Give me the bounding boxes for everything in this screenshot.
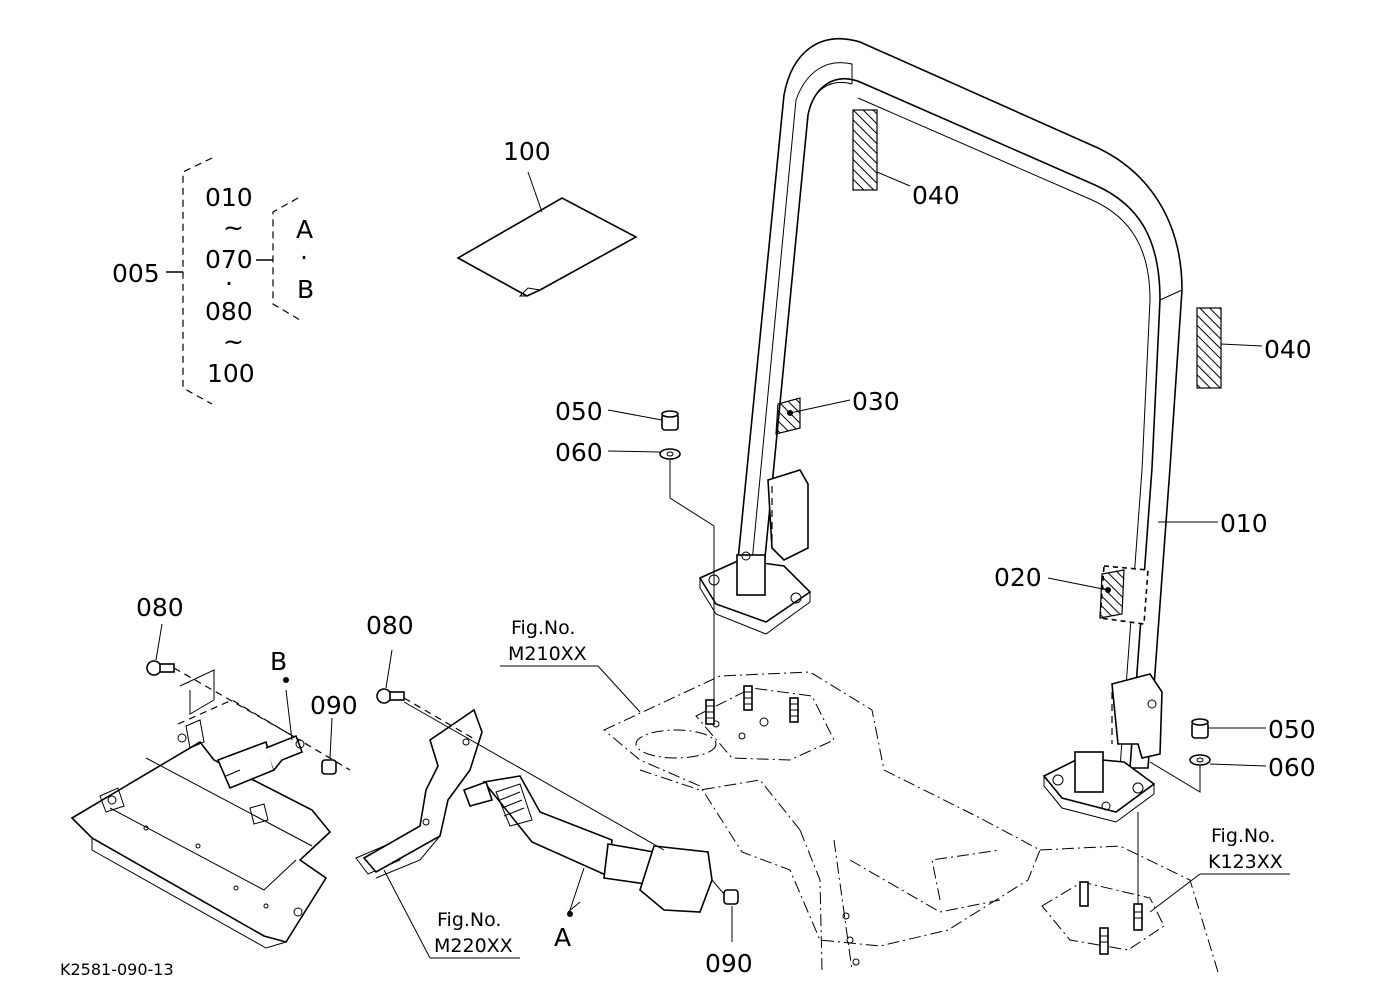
label-range-end: 100: [207, 359, 255, 388]
label-090-bottom: 090: [705, 949, 753, 978]
fig-ref-k123-code: K123XX: [1208, 851, 1283, 873]
label-second-start: 080: [205, 297, 253, 326]
label-050-right: 050: [1268, 715, 1316, 744]
label-060-left: 060: [555, 438, 603, 467]
fig-ref-k123: Fig.No. K123XX: [1149, 825, 1290, 913]
part-050-nut-right: 050: [1191, 715, 1316, 744]
chassis-reference-frame: [603, 671, 1219, 973]
label-point-a: A: [554, 923, 571, 952]
part-080-bolt-left: 080: [136, 593, 301, 741]
studs-left: [705, 685, 799, 725]
part-060-washer-left: 060: [555, 438, 715, 708]
label-range-start: 010: [205, 183, 253, 212]
part-020-decal: 020: [994, 563, 1149, 625]
label-020: 020: [994, 563, 1042, 592]
part-030-decal: 030: [775, 387, 900, 435]
fig-ref-m220: Fig.No. M220XX: [383, 869, 520, 959]
label-050-left: 050: [555, 397, 603, 426]
label-point-b: B: [270, 647, 287, 676]
drawing-code: K2581-090-13: [60, 960, 174, 979]
fig-ref-m210-code: M210XX: [508, 643, 587, 665]
label-variant-b: B: [297, 275, 314, 304]
seat-belt-assembly: A: [362, 708, 713, 952]
fig-ref-k123-label: Fig.No.: [1211, 825, 1275, 847]
fig-ref-m210: Fig.No. M210XX: [500, 617, 641, 713]
part-040-decal-right: 040: [1196, 307, 1312, 389]
fig-ref-m220-code: M220XX: [434, 935, 513, 957]
assembly-legend: 005 010 ~ 070 · 080 ~ 100 A · B: [112, 157, 314, 405]
tilde-1: ~: [223, 213, 244, 242]
part-060-washer-right: 060: [1149, 753, 1316, 793]
fig-ref-m220-label: Fig.No.: [437, 909, 501, 931]
label-100: 100: [503, 137, 551, 166]
part-090-nut-left: 090: [310, 691, 358, 775]
label-040-right: 040: [1264, 335, 1312, 364]
studs-right: [1079, 881, 1143, 955]
label-variant-a: A: [296, 215, 313, 244]
label-060-right: 060: [1268, 753, 1316, 782]
seat-bracket-assembly: B: [70, 647, 401, 949]
label-middle: 070: [205, 245, 253, 274]
dot-separator-1: ·: [225, 269, 233, 298]
label-010: 010: [1220, 509, 1268, 538]
label-040-upper: 040: [912, 181, 960, 210]
part-090-nut-bottom: 090: [705, 879, 753, 978]
label-080-mid: 080: [366, 611, 414, 640]
label-005: 005: [112, 259, 160, 288]
part-080-bolt-mid: 080: [366, 611, 665, 851]
part-100-sheet: 100: [456, 137, 638, 297]
dot-separator-2: ·: [300, 243, 308, 272]
tilde-2: ~: [223, 327, 244, 356]
label-030: 030: [852, 387, 900, 416]
part-050-nut-left: 050: [555, 397, 679, 431]
part-040-decal-upper: 040: [852, 109, 960, 210]
label-080-left: 080: [136, 593, 184, 622]
label-090-left: 090: [310, 691, 358, 720]
fig-ref-m210-label: Fig.No.: [511, 617, 575, 639]
part-010-rops-frame: 010: [698, 37, 1268, 823]
